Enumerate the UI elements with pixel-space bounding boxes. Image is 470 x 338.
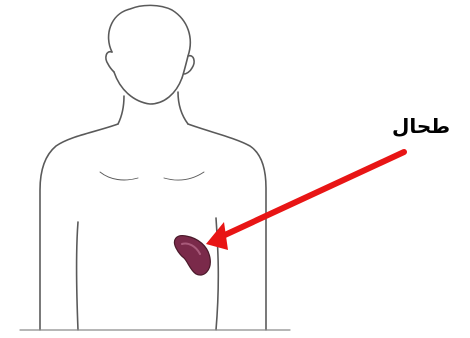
right-shoulder-arm-outline xyxy=(188,124,266,330)
left-ear-outline xyxy=(106,52,114,72)
spleen-organ xyxy=(174,236,210,275)
torso-outline xyxy=(20,5,290,330)
neck-right-outline xyxy=(178,92,188,124)
head-outline xyxy=(109,5,191,78)
spleen-shape xyxy=(174,236,210,275)
chest-line-right xyxy=(164,172,204,180)
arrow-shaft xyxy=(214,152,404,240)
left-inner-arm-outline xyxy=(77,222,79,330)
neck-left-outline xyxy=(118,96,124,124)
spleen-label: طحال xyxy=(392,112,462,140)
left-shoulder-arm-outline xyxy=(40,124,118,330)
red-arrow xyxy=(206,152,404,250)
chest-line-left xyxy=(100,172,138,180)
